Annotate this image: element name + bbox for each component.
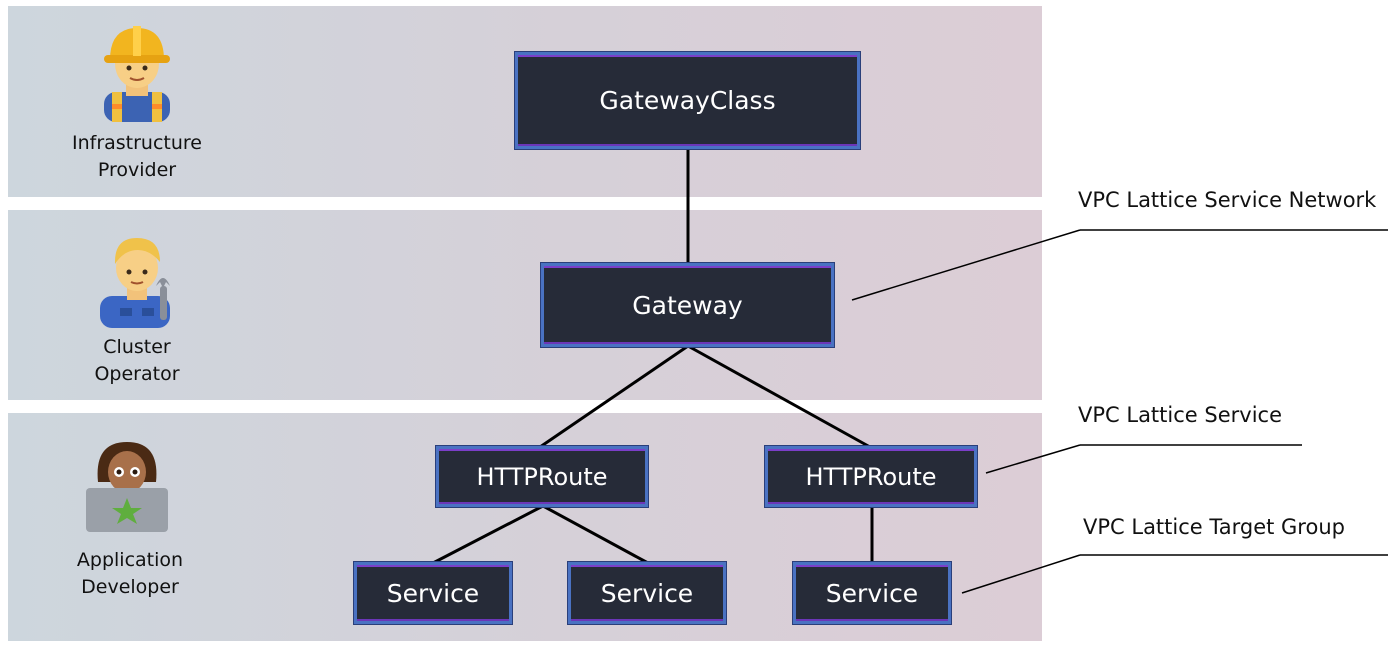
node-service-1: Service <box>354 562 512 624</box>
role-label-line: Infrastructure <box>71 132 202 154</box>
annotation-leader-service <box>985 444 1081 474</box>
role-label-infrastructure-provider: Infrastructure Provider <box>62 130 212 184</box>
role-label-cluster-operator: Cluster Operator <box>62 334 212 388</box>
node-httproute-right-label: HTTPRoute <box>805 462 937 491</box>
technologist-avatar-icon <box>86 442 168 532</box>
node-httproute-left-label: HTTPRoute <box>476 462 608 491</box>
edge-gateway-httproute-right <box>687 344 871 449</box>
annotation-leader-target-group <box>961 554 1081 594</box>
annotation-target-group: VPC Lattice Target Group <box>1083 515 1345 539</box>
cluster-operator-layer <box>8 210 1042 400</box>
node-gatewayclass: GatewayClass <box>515 52 860 149</box>
annotation-leader-service-network <box>851 229 1081 301</box>
node-service-2-label: Service <box>600 578 694 608</box>
node-service-1-label: Service <box>386 578 480 608</box>
edge-gateway-httproute-left <box>539 344 689 449</box>
role-label-line: Developer <box>81 576 179 598</box>
annotation-service: VPC Lattice Service <box>1078 403 1282 427</box>
node-gateway: Gateway <box>541 263 834 347</box>
node-service-3: Service <box>793 562 951 624</box>
node-gatewayclass-label: GatewayClass <box>599 86 776 115</box>
construction-worker-avatar-icon <box>104 26 170 122</box>
node-service-3-label: Service <box>825 578 919 608</box>
node-gateway-label: Gateway <box>632 290 743 320</box>
mechanic-avatar-icon <box>100 238 170 328</box>
role-label-line: Operator <box>94 363 180 385</box>
edge-httproute-left-service-2 <box>542 504 649 565</box>
annotation-service-network: VPC Lattice Service Network <box>1078 188 1377 212</box>
node-httproute-left: HTTPRoute <box>436 446 648 507</box>
node-service-2: Service <box>568 562 726 624</box>
role-label-line: Cluster <box>103 336 171 358</box>
edge-httproute-left-service-1 <box>432 504 544 565</box>
role-label-line: Application <box>76 549 184 571</box>
role-label-line: Provider <box>97 159 177 181</box>
role-label-application-developer: Application Developer <box>55 547 205 601</box>
node-httproute-right: HTTPRoute <box>765 446 977 507</box>
